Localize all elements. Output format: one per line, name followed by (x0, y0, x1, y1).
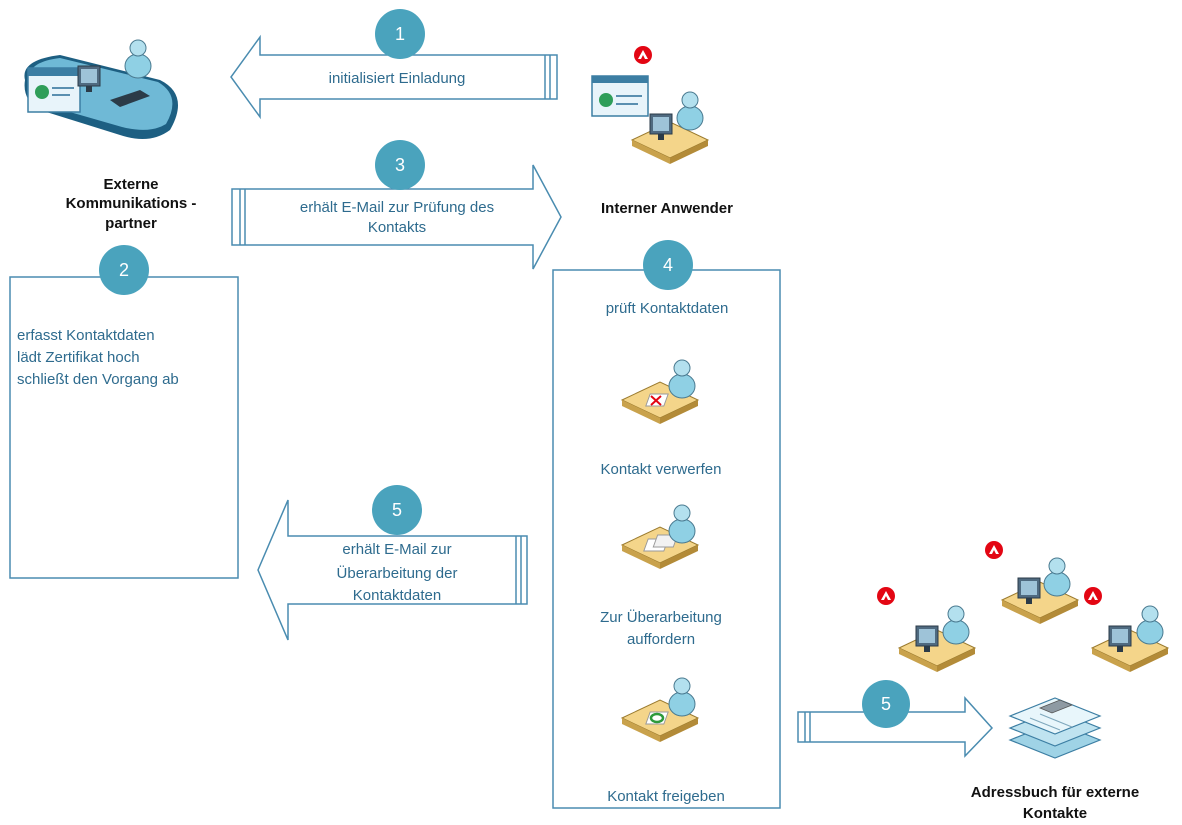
user-group-icon (877, 541, 1169, 673)
approve-desk-icon (621, 677, 699, 743)
step-2-line-3: schließt den Vorgang ab (17, 371, 179, 388)
step-number-3: 3 (395, 155, 405, 175)
reject-desk-icon (621, 359, 699, 425)
step-badge-5-feedback (372, 485, 422, 535)
step-5-label-line-2: Überarbeitung der (337, 564, 458, 582)
step-number-2: 2 (119, 260, 129, 280)
step-badge-3 (375, 140, 425, 190)
step-3-label-line-1: erhält E-Mail zur Prüfung des (300, 199, 494, 216)
internal-user-label: Interner Anwender (601, 200, 733, 217)
external-partner-label-line-1: Externe (103, 176, 158, 193)
address-book-icon (1008, 697, 1102, 759)
step-badge-5-release (862, 680, 910, 728)
step-number-5-release: 5 (881, 694, 891, 714)
option-revise-label-line-2: auffordern (627, 631, 695, 648)
step-number-1: 1 (395, 24, 405, 44)
arrow-step-5-release (797, 696, 994, 758)
step-1-label: initialisiert Einladung (329, 70, 466, 87)
step-number-4: 4 (663, 255, 673, 275)
option-approve-label: Kontakt freigeben (607, 788, 725, 805)
step-2-line-2: lädt Zertifikat hoch (17, 349, 140, 366)
option-reject-label: Kontakt verwerfen (601, 461, 722, 478)
arrow-step-3 (231, 164, 562, 270)
revise-desk-icon (621, 504, 699, 570)
arrow-step-5-feedback (257, 499, 528, 641)
step-2-line-1: erfasst Kontaktdaten (17, 327, 155, 344)
step-4-title: prüft Kontaktdaten (606, 300, 729, 317)
step-badge-4 (643, 240, 693, 290)
step-number-5-feedback: 5 (392, 500, 402, 520)
step-5-label-line-3: Kontaktdaten (353, 587, 441, 604)
step-5-label-line-1: erhält E-Mail zur (342, 541, 451, 558)
step-2-box (9, 276, 239, 579)
step-3-label-line-2: Kontakts (368, 219, 426, 236)
address-book-label-line-1: Adressbuch für externe (971, 784, 1139, 801)
arrow-step-1 (230, 34, 558, 120)
option-revise-label-line-1: Zur Überarbeitung (600, 608, 722, 626)
external-partner-icon (24, 39, 179, 139)
address-book-label-line-2: Kontakte (1023, 805, 1087, 822)
step-badge-1 (375, 9, 425, 59)
external-partner-label-line-3: partner (105, 215, 157, 232)
step-badge-2 (99, 245, 149, 295)
external-partner-label-line-2: Kommunikations - (66, 195, 197, 212)
internal-user-icon (591, 46, 709, 165)
